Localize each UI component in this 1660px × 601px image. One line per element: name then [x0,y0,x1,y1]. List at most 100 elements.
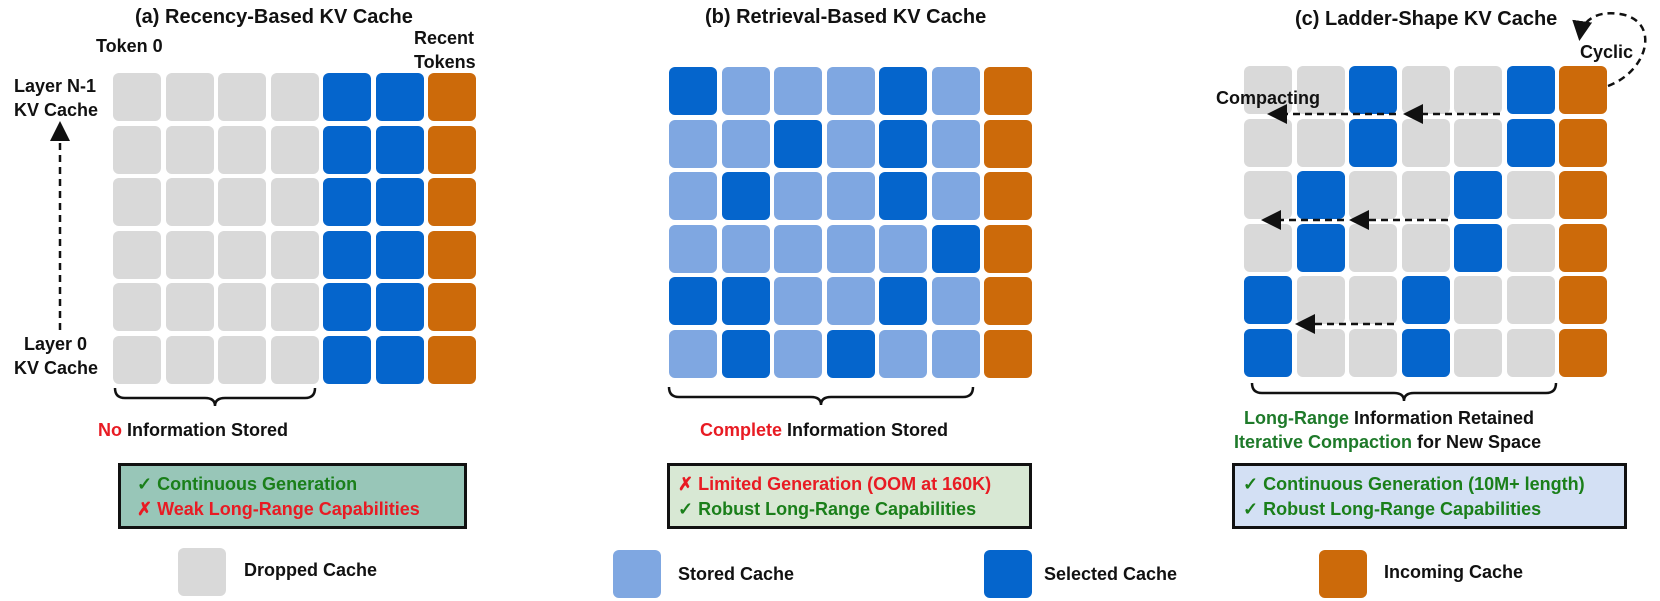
selected-cache-cell [1296,223,1345,272]
stored-cache-cell [931,172,980,220]
dropped-cache-cell [1296,66,1345,114]
dropped-cache-cell [1401,223,1450,272]
selected-cache-cell [721,172,770,220]
dropped-cache-cell [218,283,266,331]
stored-cache-cell [774,67,822,115]
dropped-cache-cell [218,230,266,279]
panel-b-title: (b) Retrieval-Based KV Cache [705,6,987,28]
dropped-cache-cell [1506,328,1555,377]
dropped-cache-cell [1349,276,1397,324]
layer-bottom-label-1: Layer 0 [24,334,88,354]
selected-cache-cell [375,125,424,174]
dropped-cache-cell [1244,118,1292,167]
layer-top-label-1: Layer N-1 [14,76,97,96]
layer-bottom-label-2: KV Cache [14,358,99,378]
selected-cache-cell [879,172,927,220]
recent-tokens-label-1: Recent [414,28,475,48]
stored-cache-cell [721,224,770,273]
dropped-cache-cell [165,283,214,331]
selected-cache-cell [774,119,822,168]
selected-cache-cell [1454,171,1502,219]
cyclic-arrow [1572,11,1647,88]
incoming-cache-cell [984,172,1032,220]
selected-cache-cell [1506,66,1555,114]
panel-c-caption-2: Iterative Compaction for New Space [1234,432,1542,452]
dropped-cache-cell [113,335,161,384]
selected-cache-cell [1349,118,1397,167]
incoming-cache-cell [428,125,476,174]
panel-c-title: (c) Ladder-Shape KV Cache [1295,8,1558,30]
selected-cache-cell [931,224,980,273]
incoming-cache-cell [984,67,1032,115]
selected-cache-cell [375,335,424,384]
selected-cache-cell [323,73,371,121]
panel-c-summary-line-2: ✓ Robust Long-Range Capabilities [1243,499,1542,519]
selected-cache-cell [1349,66,1397,114]
dropped-cache-cell [218,73,266,121]
selected-cache-cell [1296,171,1345,219]
dropped-cache-cell [1454,276,1502,324]
brace-c [1250,382,1558,402]
legend-label-stored: Stored Cache [678,564,795,584]
legend-swatch-incoming [1319,550,1367,598]
selected-cache-cell [669,67,717,115]
dropped-cache-cell [270,335,319,384]
dropped-cache-cell [1506,223,1555,272]
incoming-cache-cell [1559,276,1607,324]
dropped-cache-cell [1401,171,1450,219]
panel-c-summary-line-1: ✓ Continuous Generation (10M+ length) [1243,474,1585,494]
dropped-cache-cell [1454,328,1502,377]
dropped-cache-cell [270,230,319,279]
selected-cache-cell [1244,276,1292,324]
stored-cache-cell [826,67,875,115]
selected-cache-cell [1506,118,1555,167]
dropped-cache-cell [1296,328,1345,377]
incoming-cache-cell [428,335,476,384]
dropped-cache-cell [113,125,161,174]
recent-tokens-label-2: Tokens [414,52,476,72]
selected-cache-cell [879,277,927,325]
stored-cache-cell [931,329,980,378]
stored-cache-cell [669,224,717,273]
incoming-cache-cell [1559,118,1607,167]
cyclic-label: Cyclic [1580,42,1634,62]
dropped-cache-cell [165,125,214,174]
stored-cache-cell [669,172,717,220]
selected-cache-cell [879,67,927,115]
selected-cache-cell [323,125,371,174]
dropped-cache-cell [1454,118,1502,167]
panel-c-caption-1: Long-Range Information Retained [1244,408,1535,428]
stored-cache-cell [774,172,822,220]
panel-a-summary-line-1: ✓ Continuous Generation [137,474,358,494]
stored-cache-cell [931,277,980,325]
stored-cache-cell [721,119,770,168]
stored-cache-cell [879,329,927,378]
selected-cache-cell [1401,276,1450,324]
incoming-cache-cell [428,230,476,279]
legend-swatch-selected [984,550,1032,598]
token-0-label: Token 0 [96,36,163,56]
stored-cache-cell [721,67,770,115]
panel-c-summary-box: ✓ Continuous Generation (10M+ length) ✓ … [1232,463,1627,529]
incoming-cache-cell [984,224,1032,273]
panel-b-summary-line-2: ✓ Robust Long-Range Capabilities [678,499,977,519]
layer-top-label-2: KV Cache [14,100,99,120]
stored-cache-cell [774,224,822,273]
stored-cache-cell [931,119,980,168]
stored-cache-cell [826,277,875,325]
legend-label-selected: Selected Cache [1044,564,1178,584]
dropped-cache-cell [1296,118,1345,167]
dropped-cache-cell [270,73,319,121]
legend-label-dropped: Dropped Cache [244,560,378,580]
selected-cache-cell [669,277,717,325]
compacting-label: Compacting [1216,88,1321,108]
stored-cache-cell [774,329,822,378]
dropped-cache-cell [113,73,161,121]
panel-a-summary-line-2: ✗ Weak Long-Range Capabilities [137,499,420,519]
selected-cache-cell [323,178,371,226]
brace-a [113,387,317,407]
selected-cache-cell [826,329,875,378]
panel-b-caption: Complete Information Stored [700,420,949,440]
dropped-cache-cell [1454,66,1502,114]
